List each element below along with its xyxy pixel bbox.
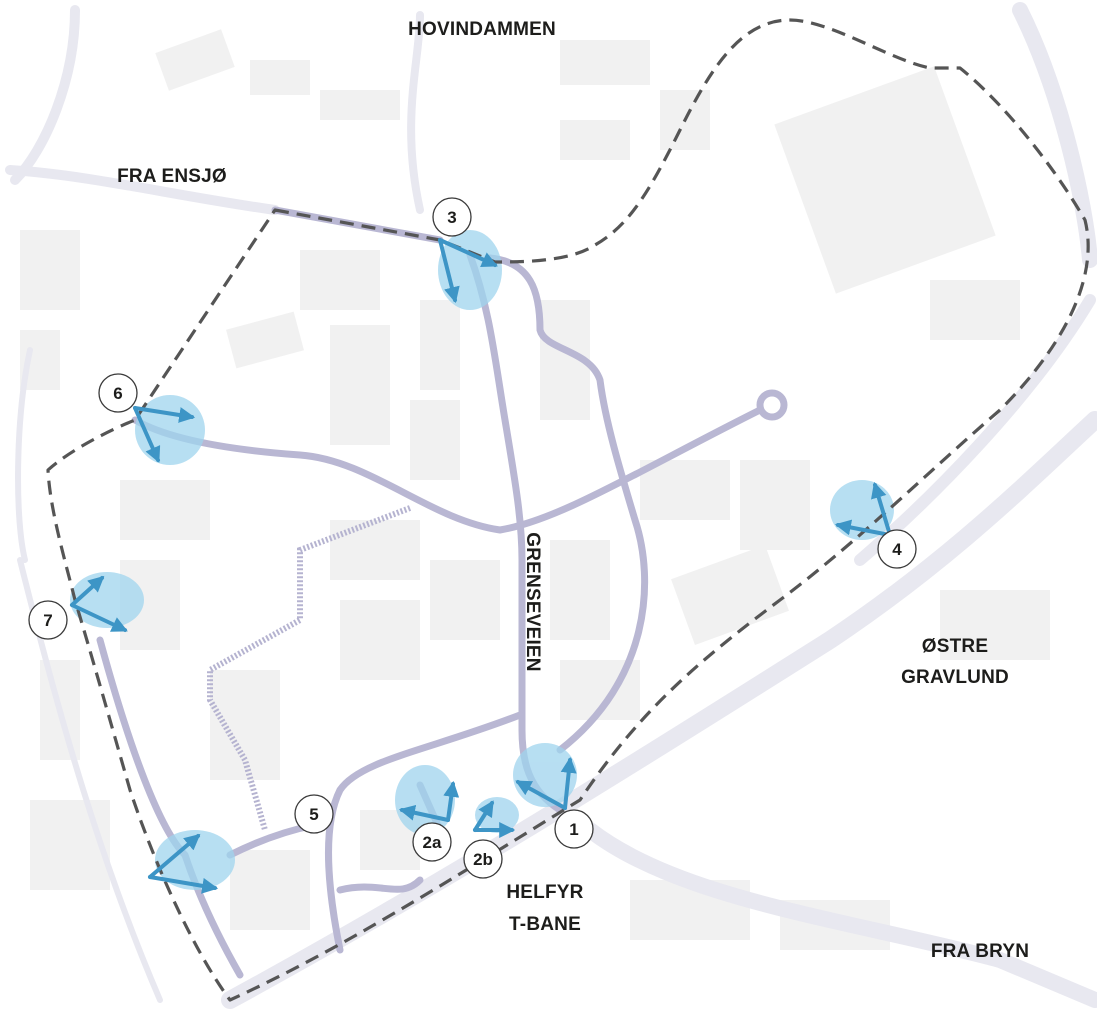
- svg-text:6: 6: [113, 384, 122, 403]
- label-fra-ensjo: FRA ENSJØ: [117, 166, 227, 187]
- marker-5[interactable]: 5: [294, 794, 334, 834]
- marker-6[interactable]: 6: [98, 373, 138, 413]
- zone-5: [155, 830, 235, 890]
- label-hovindammen: HOVINDAMMEN: [408, 19, 556, 40]
- marker-7[interactable]: 7: [28, 600, 68, 640]
- zone-2b: [475, 797, 519, 833]
- svg-text:2a: 2a: [423, 833, 442, 852]
- marker-2a[interactable]: 2a: [412, 822, 452, 862]
- background-buildings: [20, 29, 1050, 950]
- footpath: [207, 505, 412, 831]
- project-boundary: [46, 18, 1090, 1002]
- label-helfyr: HELFYR: [506, 882, 583, 903]
- marker-2b[interactable]: 2b: [463, 839, 503, 879]
- place-labels: HOVINDAMMEN FRA ENSJØ GRENSEVEIEN ØSTRE …: [117, 19, 1029, 962]
- marker-4[interactable]: 4: [877, 529, 917, 569]
- svg-text:7: 7: [43, 611, 52, 630]
- svg-text:4: 4: [892, 540, 902, 559]
- label-gravlund: GRAVLUND: [901, 667, 1009, 688]
- label-grenseveien: GRENSEVEIEN: [522, 532, 543, 671]
- svg-text:5: 5: [309, 805, 318, 824]
- label-fra-bryn: FRA BRYN: [931, 941, 1029, 962]
- svg-text:2b: 2b: [473, 850, 493, 869]
- movement-arrows: [70, 238, 892, 894]
- marker-3[interactable]: 3: [432, 197, 472, 237]
- marker-1[interactable]: 1: [554, 809, 594, 849]
- svg-text:1: 1: [569, 820, 578, 839]
- label-ostre: ØSTRE: [922, 636, 988, 657]
- svg-text:3: 3: [447, 208, 456, 227]
- label-t-bane: T-BANE: [509, 914, 581, 935]
